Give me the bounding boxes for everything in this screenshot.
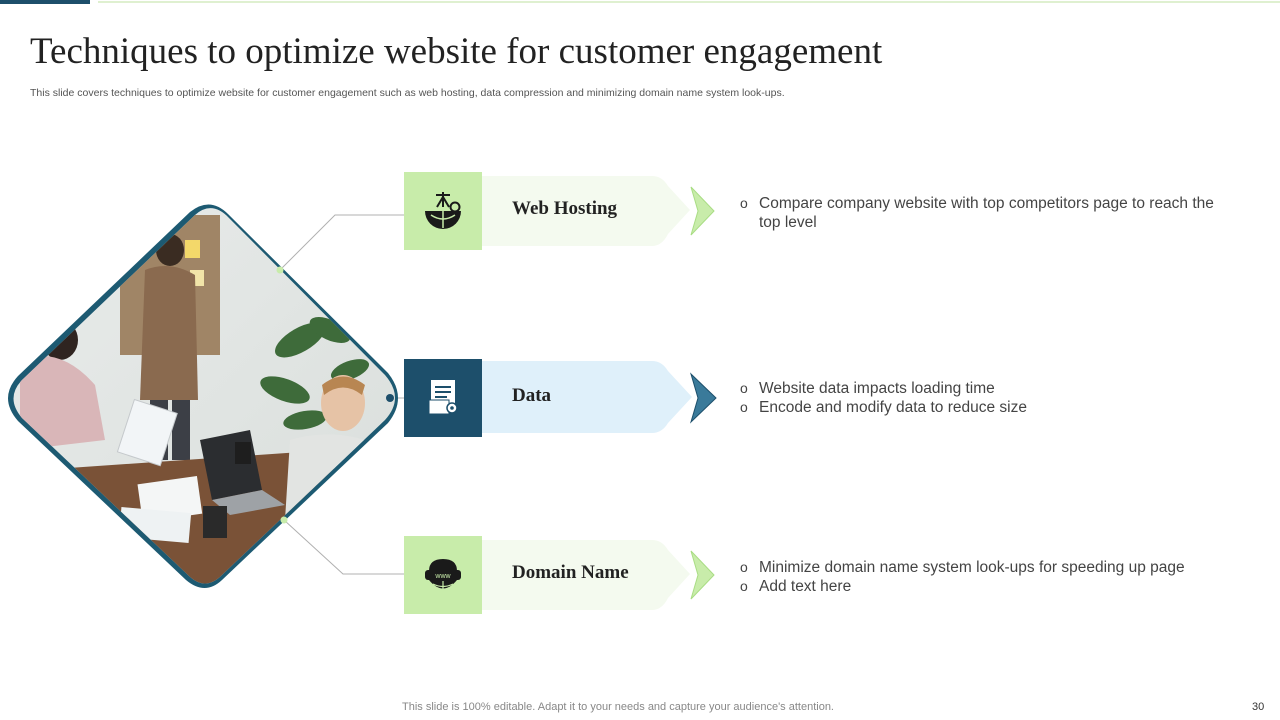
technique-label: Data — [512, 385, 552, 406]
bullet-list-web-hosting: o Compare company website with top compet… — [740, 194, 1220, 232]
icon-box: www — [404, 536, 482, 614]
icon-box — [404, 359, 482, 437]
bullet-item: o Compare company website with top compet… — [740, 194, 1220, 232]
web-hosting-icon — [425, 192, 461, 229]
bullet-glyph: o — [740, 578, 748, 594]
svg-text:www: www — [434, 573, 451, 580]
bullet-text: Add text here — [759, 578, 852, 595]
icon-box — [404, 172, 482, 250]
bullet-item: o Add text here — [740, 577, 1220, 596]
connector-dot — [280, 516, 288, 524]
connector-dot — [276, 266, 284, 274]
technique-card-data: Data — [404, 359, 724, 437]
bullet-glyph: o — [740, 380, 748, 396]
www-globe-icon: www — [425, 559, 461, 591]
connector-domain-name — [283, 519, 404, 575]
connector-web-hosting — [279, 214, 404, 271]
top-accent-bar — [0, 0, 1280, 4]
bullet-text: Minimize domain name system look-ups for… — [759, 559, 1185, 576]
bullet-item: o Website data impacts loading time — [740, 379, 1220, 398]
bullet-item: o Encode and modify data to reduce size — [740, 398, 1220, 417]
slide-subtitle: This slide covers techniques to optimize… — [30, 87, 785, 99]
technique-label: Web Hosting — [512, 198, 618, 219]
slide-title: Techniques to optimize website for custo… — [30, 31, 883, 72]
bullet-glyph: o — [740, 195, 748, 211]
bullet-text: Compare company website with top competi… — [759, 195, 1214, 231]
data-document-icon — [428, 380, 458, 415]
arrow-shape — [482, 361, 717, 433]
arrow-shape — [482, 540, 715, 610]
technique-card-web-hosting: Web Hosting — [404, 172, 724, 250]
bullet-text: Encode and modify data to reduce size — [759, 399, 1027, 416]
bullet-glyph: o — [740, 399, 748, 415]
bullet-glyph: o — [740, 559, 748, 575]
connector-dot — [386, 394, 394, 402]
page-number: 30 — [1252, 701, 1265, 713]
top-accent-light — [98, 1, 1280, 3]
top-accent-dark — [0, 0, 90, 4]
team-photo-diamond — [8, 204, 404, 588]
technique-label: Domain Name — [512, 562, 629, 583]
bullet-text: Website data impacts loading time — [759, 380, 995, 397]
technique-card-domain-name: www Domain Name — [404, 536, 724, 614]
bullet-list-domain-name: o Minimize domain name system look-ups fo… — [740, 558, 1220, 596]
bullet-item: o Minimize domain name system look-ups fo… — [740, 558, 1220, 577]
arrow-shape — [482, 176, 715, 246]
footer-note: This slide is 100% editable. Adapt it to… — [402, 701, 834, 713]
